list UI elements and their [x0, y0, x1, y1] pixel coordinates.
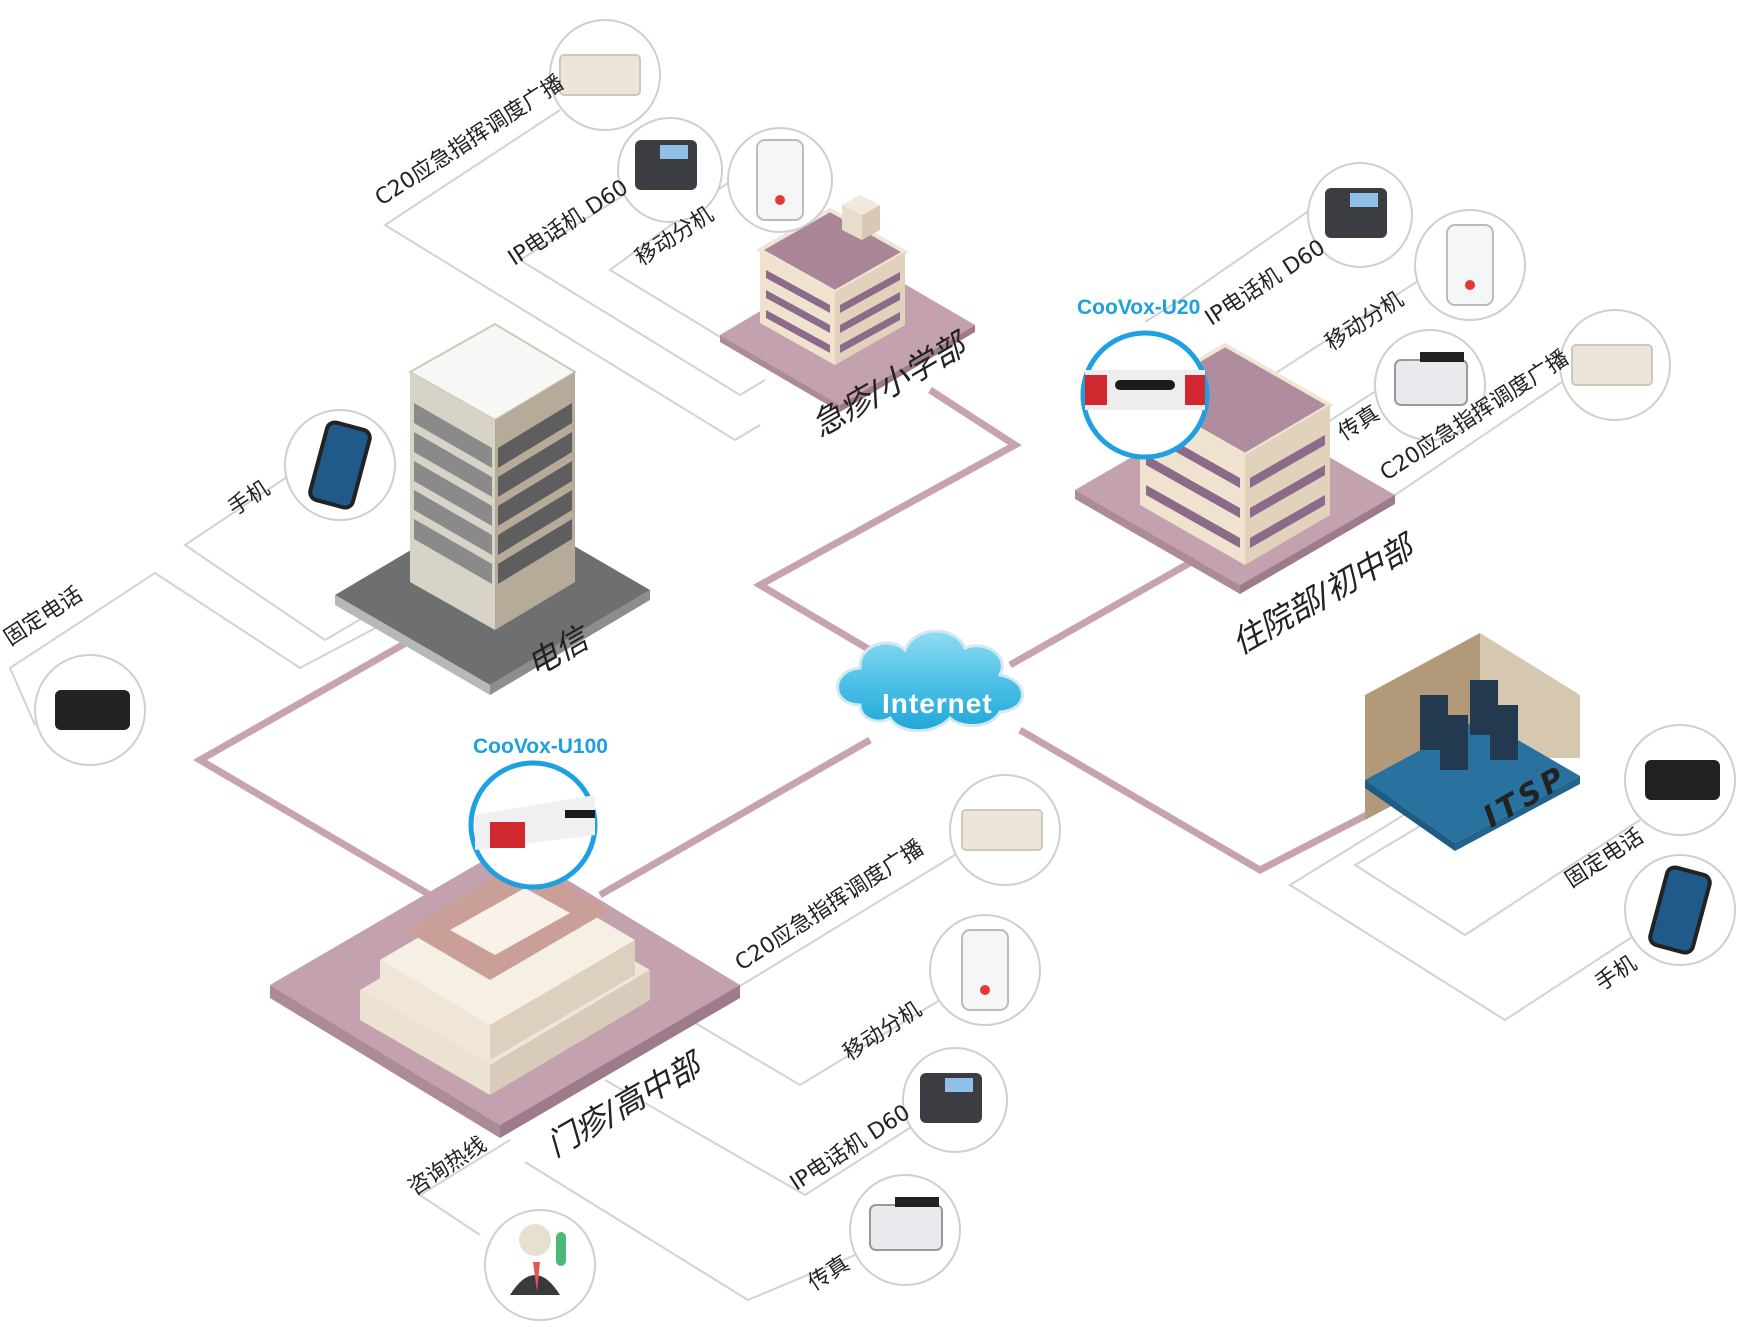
trunk-internet-itsp	[1018, 726, 1417, 874]
hotline-agent-icon	[484, 1209, 596, 1321]
link-outpatient-fax	[524, 1161, 856, 1302]
product-label-u100: CooVox-U100	[473, 735, 608, 758]
mobile-phone-icon	[284, 409, 396, 521]
device-icons	[34, 19, 1736, 1321]
trunk-internet-outpatient	[598, 736, 872, 899]
internet-label: Internet	[882, 688, 993, 719]
product-coovox-u100	[468, 760, 598, 890]
link-outpatient-hotline	[418, 1139, 511, 1236]
internet-cloud	[836, 629, 1024, 733]
mobile-extension-icon	[1414, 209, 1526, 321]
mobile-phone-icon	[1624, 854, 1736, 966]
link-telecom-deskphone	[8, 571, 401, 726]
link-outpatient-ipphone	[604, 1079, 931, 1197]
trunk-inpatient-internet	[1008, 556, 1197, 669]
broadcast-box-icon	[1559, 309, 1671, 421]
emergency-building	[720, 195, 975, 412]
broadcast-box-icon	[949, 774, 1061, 886]
fax-icon	[1374, 329, 1486, 441]
broadcast-box-icon	[549, 19, 661, 131]
trunk-links	[193, 387, 1417, 899]
ip-phone-icon	[617, 117, 723, 223]
product-coovox-u20	[1080, 330, 1210, 460]
desk-phone-icon	[34, 654, 146, 766]
trunk-emergency-internet	[752, 387, 1022, 654]
fax-icon	[849, 1174, 961, 1286]
link-inpatient-ipphone	[1144, 209, 1311, 323]
link-itsp-deskphone	[1353, 819, 1641, 937]
link-emergency-broadcast	[383, 109, 761, 442]
itsp-room	[1365, 633, 1580, 851]
trunk-telecom-outpatient	[193, 631, 432, 899]
outpatient-building	[270, 845, 740, 1138]
product-label-u20: CooVox-U20	[1077, 296, 1201, 319]
telecom-building	[335, 322, 650, 695]
link-itsp-mobile	[1288, 804, 1636, 1022]
mobile-extension-icon	[727, 127, 833, 233]
ip-phone-icon	[902, 1047, 1008, 1153]
ip-phone-icon	[1307, 162, 1413, 268]
mobile-extension-icon	[929, 914, 1041, 1026]
desk-phone-icon	[1624, 724, 1736, 836]
link-emergency-ipphone	[518, 179, 766, 397]
link-outpatient-mobile	[689, 999, 941, 1087]
